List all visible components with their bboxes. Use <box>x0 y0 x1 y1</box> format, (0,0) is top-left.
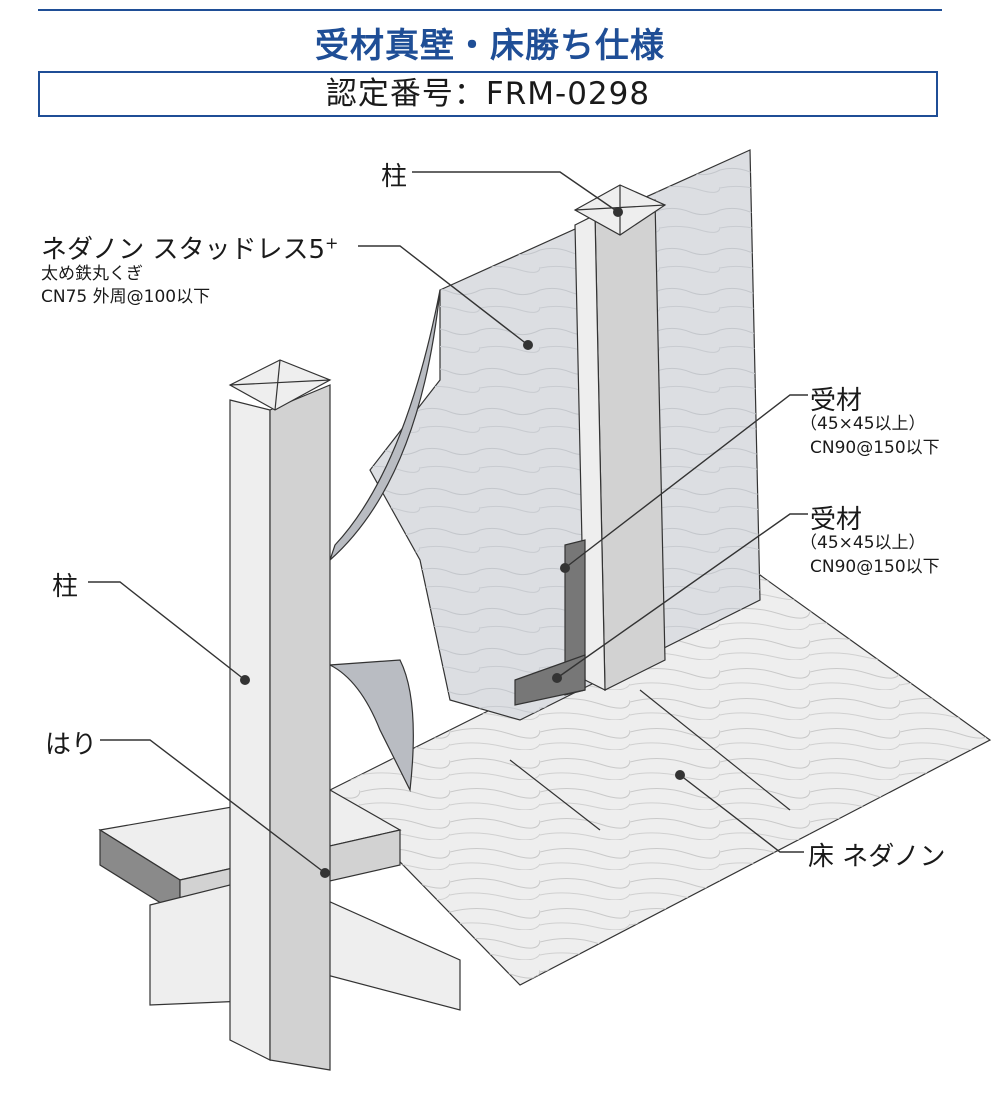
label-receiver-1-name: 受材 <box>810 386 863 416</box>
board-name-superscript: + <box>325 233 339 253</box>
leader-dots <box>240 207 685 878</box>
label-receiver-2-size: （45×45以上） <box>800 533 926 553</box>
certification-box: 認定番号：FRM-0298 <box>38 71 938 117</box>
label-receiver-1-nail: CN90@150以下 <box>810 438 940 458</box>
leader-lines <box>88 171 808 874</box>
label-board-nail-1: 太め鉄丸くぎ <box>41 264 143 284</box>
label-beam: はり <box>45 730 98 760</box>
label-receiver-2-name: 受材 <box>810 505 863 535</box>
label-board-name: ネダノン スタッドレス5+ <box>41 229 338 266</box>
board-name-text: ネダノン スタッドレス5 <box>41 235 326 265</box>
certification-number: 認定番号：FRM-0298 <box>325 76 651 112</box>
label-receiver-2-nail: CN90@150以下 <box>810 557 940 577</box>
page-title: 受材真壁・床勝ち仕様 <box>315 26 665 66</box>
label-board-nail-2: CN75 外周@100以下 <box>41 287 211 307</box>
label-post-left: 柱 <box>52 572 79 602</box>
label-floor: 床 ネダノン <box>808 842 946 872</box>
label-receiver-1-size: （45×45以上） <box>800 414 926 434</box>
header-rule <box>38 9 942 11</box>
post-right <box>573 184 667 691</box>
post-left <box>228 359 332 1071</box>
label-post-top: 柱 <box>381 162 408 192</box>
receiver-members <box>514 539 586 706</box>
